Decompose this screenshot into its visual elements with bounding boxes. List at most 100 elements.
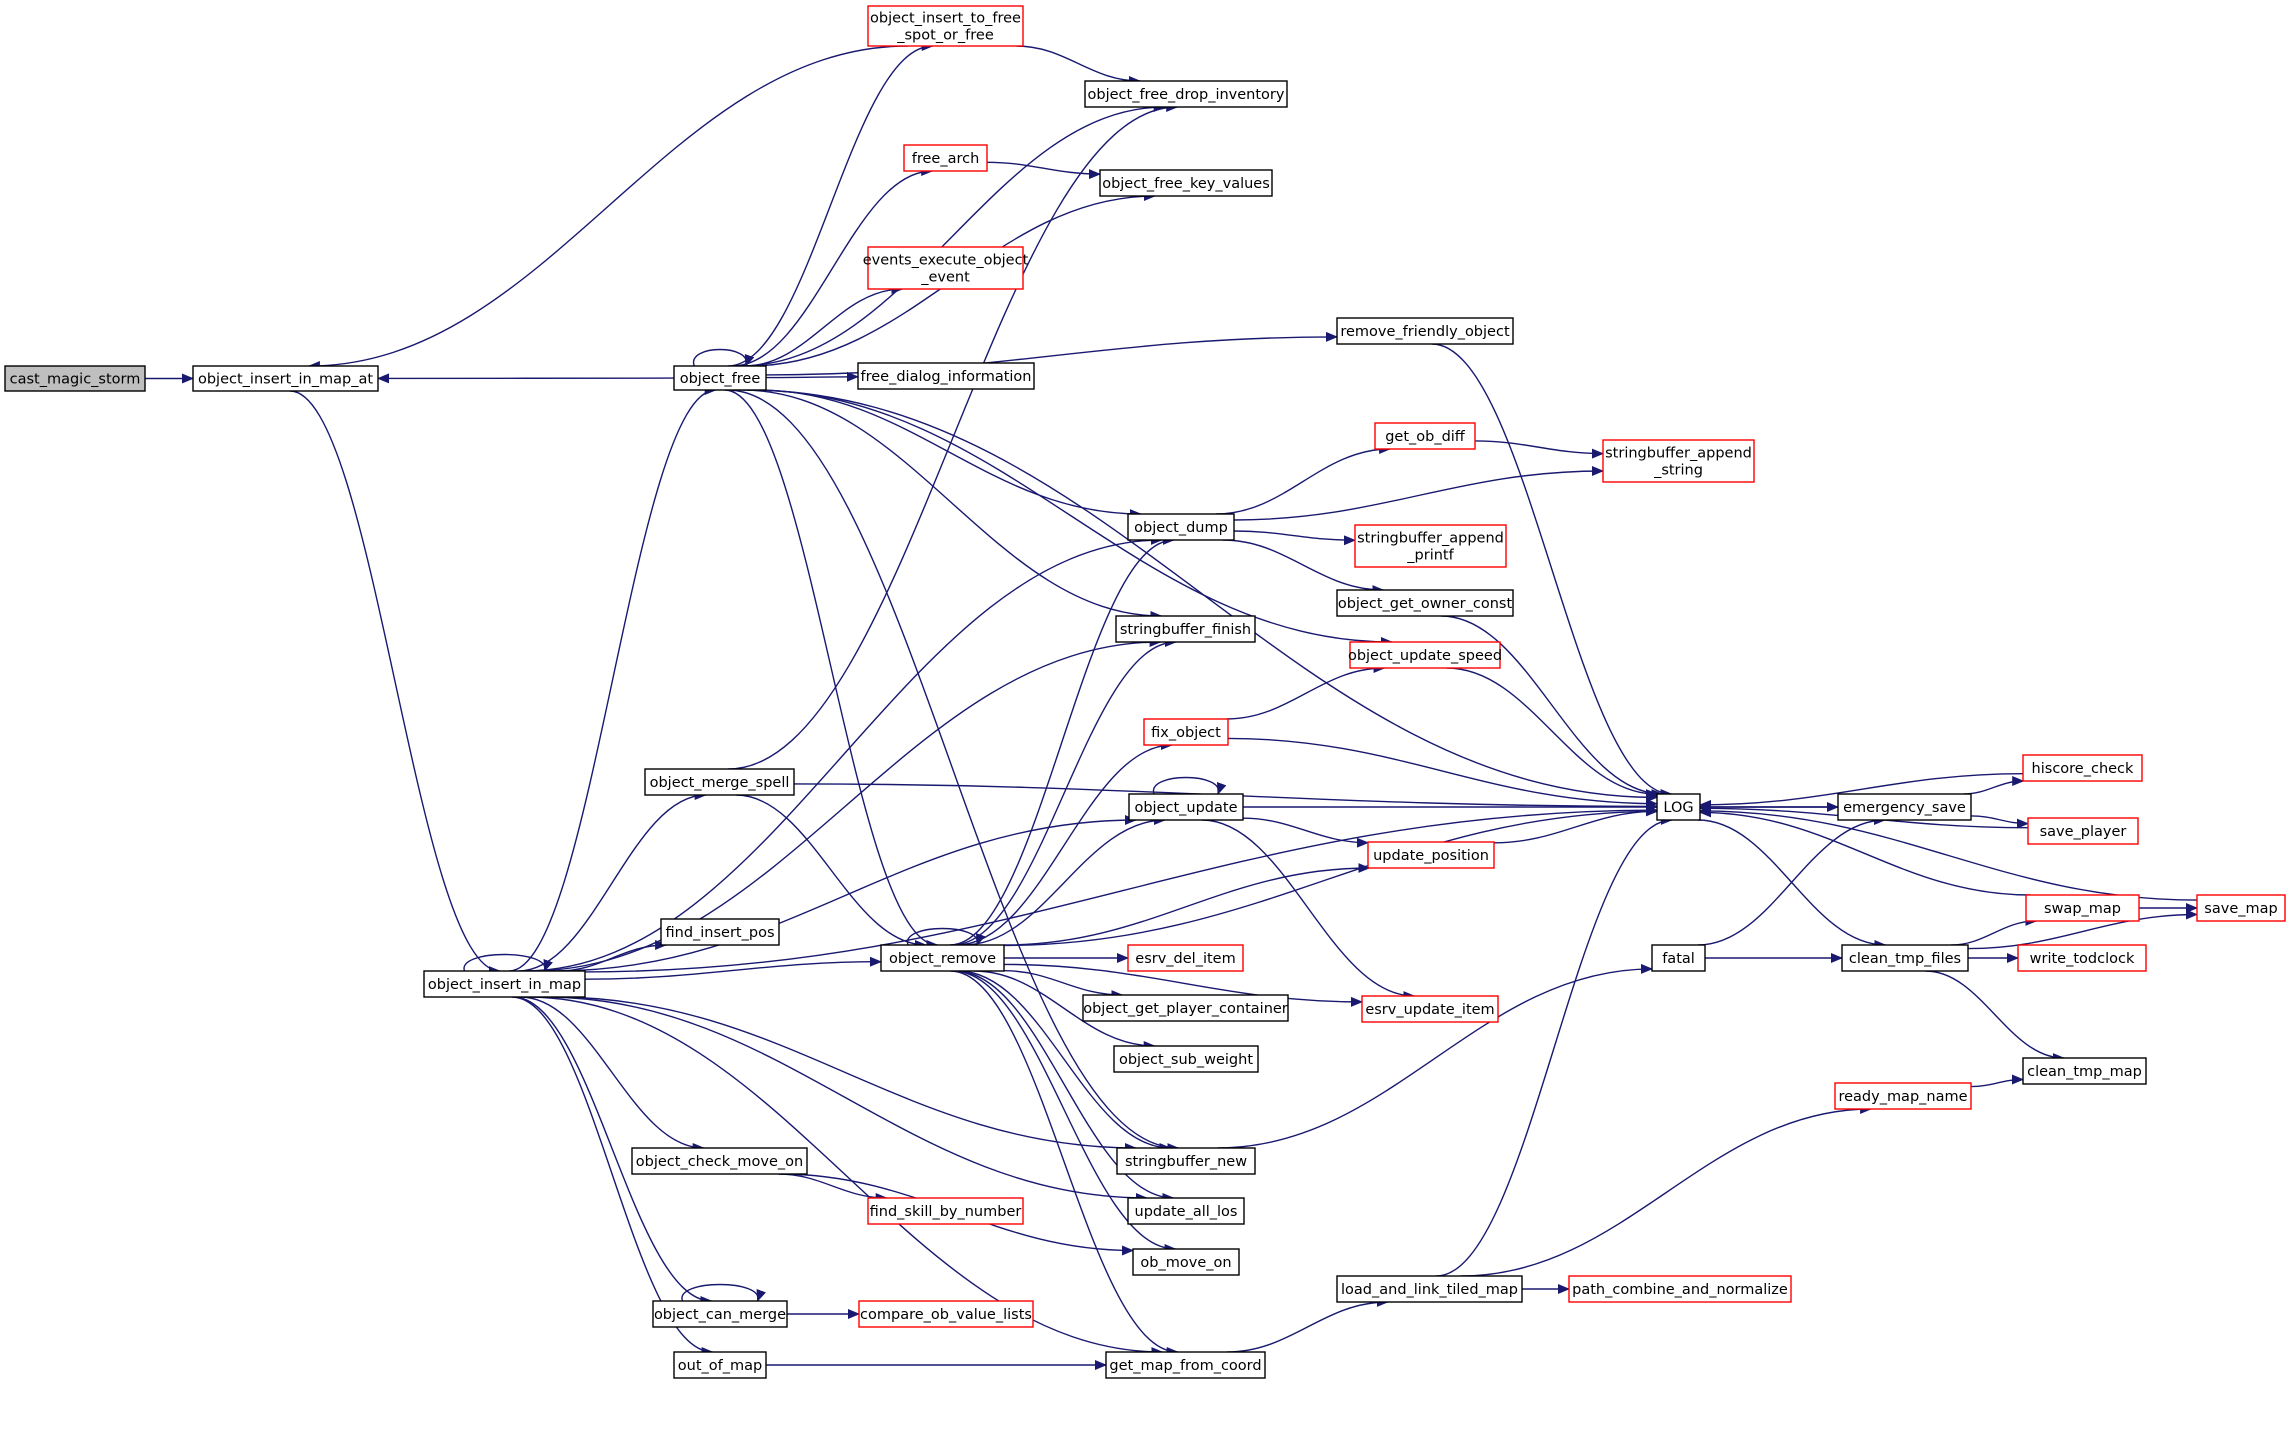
node-box [1336,317,1514,345]
node-box [1116,1147,1256,1175]
node-hiscore_check[interactable]: hiscore_check [2022,754,2143,782]
node-write_todclock[interactable]: write_todclock [2017,944,2147,972]
node-label: hiscore_check [2032,761,2134,777]
node-path_combine_and_normalize[interactable]: path_combine_and_normalize [1568,1275,1792,1303]
node-label: object_check_move_on [636,1154,803,1170]
node-box [1115,615,1256,643]
edge-object_free-to-object_free_drop_inventory [739,102,1166,367]
node-object_remove[interactable]: object_remove [880,944,1005,972]
edge-object_insert_in_map-to-object_merge_spell [518,790,707,972]
node-save_player[interactable]: save_player [2027,817,2139,845]
edge-object_update-to-update_position [1242,817,1369,848]
node-box [1656,793,1701,821]
edge-object_remove-to-stringbuffer_new [958,970,1172,1153]
edge-object_remove-to-object_get_player_container [1003,970,1124,1000]
node-object_sub_weight[interactable]: object_sub_weight [1113,1045,1259,1073]
node-label: object_free_drop_inventory [1088,87,1285,103]
node-get_ob_diff[interactable]: get_ob_diff [1374,422,1476,450]
node-label: object_sub_weight [1119,1052,1253,1068]
node-object_can_merge[interactable]: object_can_merge [652,1300,788,1328]
node-object_free_drop_inventory[interactable]: object_free_drop_inventory [1084,80,1288,108]
node-box [2025,894,2140,922]
node-box [1127,1197,1245,1225]
edge-object_insert_in_map_at-to-object_insert_in_map [289,390,501,976]
node-update_position[interactable]: update_position [1367,841,1495,869]
node-box [1128,793,1244,821]
node-cast_magic_storm[interactable]: cast_magic_storm [4,365,146,392]
node-label: object_insert_in_map_at [198,372,373,388]
node-load_and_link_tiled_map[interactable]: load_and_link_tiled_map [1336,1275,1523,1303]
edge-object_insert_in_map-to-get_map_from_coord [527,996,1164,1357]
node-out_of_map[interactable]: out_of_map [673,1351,767,1379]
node-object_update[interactable]: object_update [1128,793,1244,821]
node-box [1568,1275,1792,1303]
node-label: stringbuffer_append [1357,531,1504,547]
edge-object_remove-to-LOG [1003,806,1658,947]
node-object_merge_spell[interactable]: object_merge_spell [644,768,795,796]
node-label: get_ob_diff [1385,429,1466,445]
edge-object_remove-to-object_update [963,815,1166,946]
node-LOG[interactable]: LOG [1656,793,1701,821]
node-esrv_del_item[interactable]: esrv_del_item [1127,944,1244,972]
node-object_insert_in_map_at[interactable]: object_insert_in_map_at [192,365,379,392]
node-swap_map[interactable]: swap_map [2025,894,2140,922]
node-stringbuffer_finish[interactable]: stringbuffer_finish [1115,615,1256,643]
node-box [644,768,795,796]
node-clean_tmp_files[interactable]: clean_tmp_files [1841,944,1969,972]
node-compare_ob_value_lists[interactable]: compare_ob_value_lists [858,1300,1034,1328]
edge-emergency_save-to-hiscore_check [1963,776,2025,795]
node-ready_map_name[interactable]: ready_map_name [1834,1082,1972,1110]
node-stringbuffer_append_printf[interactable]: stringbuffer_append_printf [1354,524,1507,568]
node-box [1127,944,1244,972]
edge-object_dump-to-stringbuffer_append_printf [1233,530,1356,546]
node-object_insert_to_free_spot_or_free[interactable]: object_insert_to_free_spot_or_free [867,5,1024,47]
edge-object_remove-to-update_all_los [954,970,1175,1203]
node-find_insert_pos[interactable]: find_insert_pos [660,918,780,946]
edge-ready_map_name-to-clean_tmp_map [1970,1074,2024,1088]
node-emergency_save[interactable]: emergency_save [1837,793,1972,821]
node-object_insert_in_map[interactable]: object_insert_in_map [423,970,586,998]
node-get_map_from_coord[interactable]: get_map_from_coord [1105,1351,1266,1379]
node-stringbuffer_append_string[interactable]: stringbuffer_append_string [1602,439,1755,483]
edge-object_merge_spell-to-object_remove [735,794,927,950]
node-events_execute_object_event[interactable]: events_execute_object_event [863,246,1029,290]
node-free_dialog_information[interactable]: free_dialog_information [857,362,1035,390]
node-free_arch[interactable]: free_arch [903,144,988,172]
edge-object_update_speed-to-LOG [1446,667,1658,800]
node-label: stringbuffer_new [1125,1154,1247,1170]
node-box [1336,589,1514,617]
node-box [1336,1275,1523,1303]
node-box [1602,439,1755,483]
node-label: _event [920,270,970,286]
node-remove_friendly_object[interactable]: remove_friendly_object [1336,317,1514,345]
node-esrv_update_item[interactable]: esrv_update_item [1361,995,1499,1023]
node-stringbuffer_new[interactable]: stringbuffer_new [1116,1147,1256,1175]
node-fix_object[interactable]: fix_object [1143,718,1229,746]
node-object_free[interactable]: object_free [673,365,767,391]
node-find_skill_by_number[interactable]: find_skill_by_number [867,1197,1024,1225]
node-label: object_get_owner_const [1338,596,1513,612]
node-box [1105,1351,1266,1379]
node-label: stringbuffer_finish [1120,622,1251,638]
node-clean_tmp_map[interactable]: clean_tmp_map [2022,1057,2147,1085]
node-object_get_player_container[interactable]: object_get_player_container [1082,994,1289,1022]
node-object_free_key_values[interactable]: object_free_key_values [1099,169,1273,197]
node-object_dump[interactable]: object_dump [1127,513,1235,541]
edge-free_arch-to-object_free_key_values [986,161,1101,180]
edge-object_free-to-object_insert_to_free_spot_or_free [727,41,934,367]
node-label: stringbuffer_append [1605,446,1752,462]
node-fatal[interactable]: fatal [1651,944,1706,972]
node-box [867,5,1024,47]
node-label: fix_object [1151,725,1221,741]
node-update_all_los[interactable]: update_all_los [1127,1197,1245,1225]
node-object_get_owner_const[interactable]: object_get_owner_const [1336,589,1514,617]
node-object_update_speed[interactable]: object_update_speed [1348,641,1502,669]
edge-object_free-to-events_execute_object_event [744,284,904,367]
node-box [1367,841,1495,869]
edge-object_merge_spell-to-object_free_drop_inventory [728,102,1179,770]
node-object_check_move_on[interactable]: object_check_move_on [631,1147,808,1175]
node-ob_move_on[interactable]: ob_move_on [1132,1248,1240,1276]
edge-object_insert_in_map-to-object_remove [584,956,882,980]
node-save_map[interactable]: save_map [2196,894,2286,922]
node-box [652,1300,788,1328]
